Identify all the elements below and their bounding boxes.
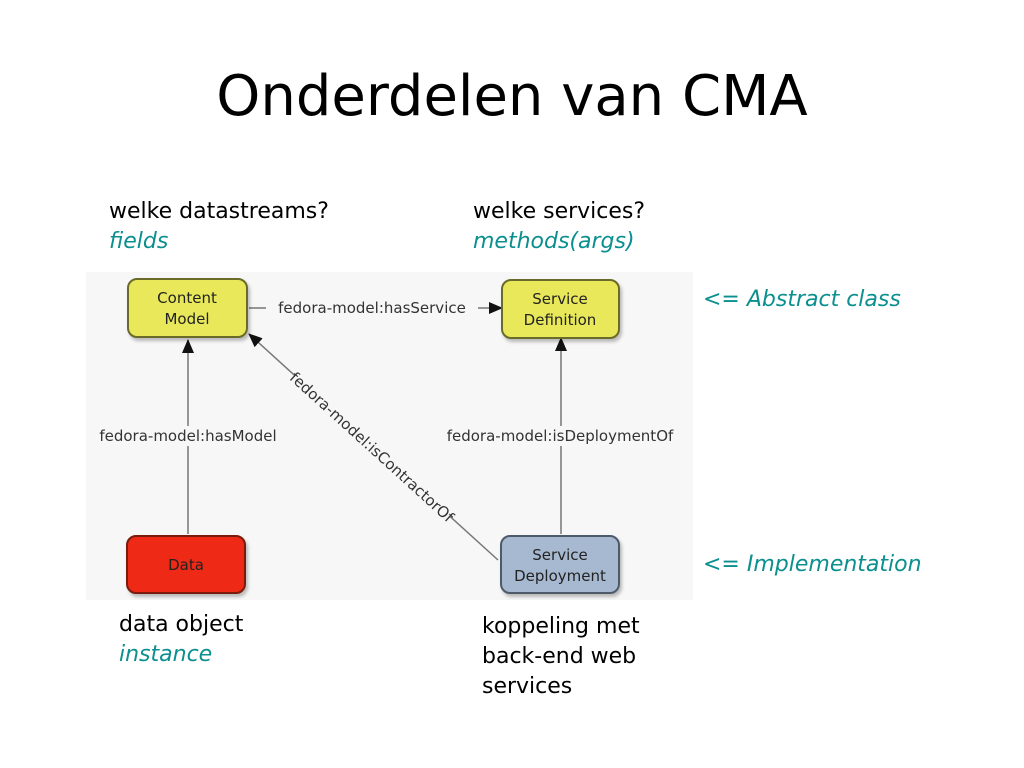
node-content-model: Content Model	[127, 278, 248, 338]
implementation-label: <= Implementation	[703, 552, 922, 577]
node-data-box	[126, 535, 246, 594]
node-service-deployment-line-1: Service	[532, 546, 587, 564]
note-data-object: data object instance	[119, 610, 243, 670]
cma-diagram: fedora-model:hasService fedora-model:has…	[86, 272, 693, 600]
abstract-class-label: <= Abstract class	[703, 287, 901, 312]
node-service-deployment-box	[500, 535, 620, 594]
edge-is-deployment-of-label-bg	[432, 426, 688, 446]
note-services-question: welke services?	[473, 199, 646, 224]
edge-is-contractor-of-label-bg	[287, 369, 457, 526]
note-koppeling-line-1: koppeling met	[482, 614, 640, 639]
edge-has-model-label-bg	[88, 426, 288, 446]
note-data-object-instance: instance	[119, 642, 213, 667]
node-service-definition: Service Definition	[501, 279, 620, 339]
node-service-definition-box	[501, 279, 620, 339]
edge-has-model-label: fedora-model:hasModel	[99, 427, 276, 445]
note-datastreams-question: welke datastreams?	[109, 199, 329, 224]
node-service-definition-line-1: Service	[532, 290, 587, 308]
note-koppeling: koppeling met back-end web services	[482, 612, 640, 702]
note-data-object-text: data object	[119, 612, 244, 637]
note-koppeling-line-3: services	[482, 674, 573, 699]
note-datastreams-fields: fields	[109, 229, 169, 254]
edge-is-deployment-of-label: fedora-model:isDeploymentOf	[447, 427, 674, 445]
page-title: Onderdelen van CMA	[216, 64, 808, 129]
cma-diagram-svg: fedora-model:hasService fedora-model:has…	[86, 272, 693, 600]
note-services-methods: methods(args)	[473, 229, 635, 254]
node-service-deployment-line-2: Deployment	[514, 567, 606, 585]
node-service-deployment: Service Deployment	[500, 535, 620, 594]
node-service-definition-line-2: Definition	[524, 311, 597, 329]
node-data: Data	[126, 535, 246, 594]
node-content-model-line-2: Model	[164, 310, 209, 328]
node-content-model-line-1: Content	[157, 289, 217, 307]
node-data-line-1: Data	[168, 556, 204, 574]
edge-has-service-label-bg	[266, 298, 478, 318]
note-koppeling-line-2: back-end web	[482, 644, 637, 669]
node-content-model-box	[127, 278, 248, 338]
edge-has-service-label: fedora-model:hasService	[278, 299, 466, 317]
note-datastreams: welke datastreams? fields	[109, 197, 329, 257]
note-services: welke services? methods(args)	[473, 197, 645, 257]
